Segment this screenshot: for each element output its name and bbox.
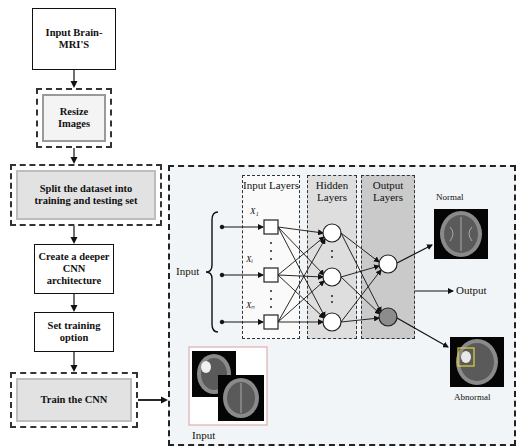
flow-arrow (71, 148, 78, 164)
flow-arrow (71, 226, 78, 244)
variable-label: X₁ (250, 207, 259, 217)
variable-label: Xₙ (246, 301, 256, 311)
flow-arrow (138, 397, 168, 404)
output-arrows (397, 245, 453, 347)
node-text: Output Layers (362, 179, 414, 203)
process-box: Create a deeper CNN architecture (34, 244, 114, 294)
ellipsis-dots (270, 242, 333, 308)
hidden-neurons (323, 224, 341, 331)
output-label: Output (456, 284, 487, 296)
hidden-layer: Hidden Layers (307, 175, 357, 339)
node-text: Split the dataset into training and test… (21, 183, 151, 207)
input-neurons (264, 220, 278, 329)
input-arrows (220, 225, 263, 324)
node-text: Train the CNN (41, 394, 108, 406)
node-text: Input Brain-MRI'S (36, 27, 112, 51)
node-text: Input (192, 429, 215, 441)
flow-arrow (71, 352, 78, 372)
process-box: Train the CNN (10, 372, 138, 428)
node-text: Input Layers (243, 179, 299, 191)
weight-lines (278, 227, 381, 322)
node-text: Create a deeper CNN architecture (38, 251, 110, 287)
input-box: Input Brain-MRI'S (32, 8, 116, 70)
normal-mri (434, 209, 488, 259)
class-label: Abnormal (454, 393, 491, 403)
flow-arrow (71, 70, 78, 88)
class-label: Normal (436, 193, 464, 203)
abnormal-mri (450, 337, 504, 387)
cnn-panel: Input Input Layers Hidden LayersOutput Lay… (168, 165, 516, 446)
variable-label: Xᵢ (246, 255, 253, 265)
node-text: Set training option (38, 320, 110, 344)
node-text: Hidden Layers (308, 179, 356, 203)
output-layer: Output Layers (361, 175, 415, 339)
process-box: Set training option (34, 312, 114, 352)
input-label: Input (176, 265, 199, 277)
flow-arrow (71, 294, 78, 312)
output-neurons (379, 255, 397, 326)
node-text: Resize Images (47, 106, 101, 130)
input-brace (206, 212, 218, 332)
process-box: Split the dataset into training and test… (10, 164, 162, 226)
process-box: Resize Images (36, 88, 112, 148)
input-mri-inset (189, 347, 267, 425)
